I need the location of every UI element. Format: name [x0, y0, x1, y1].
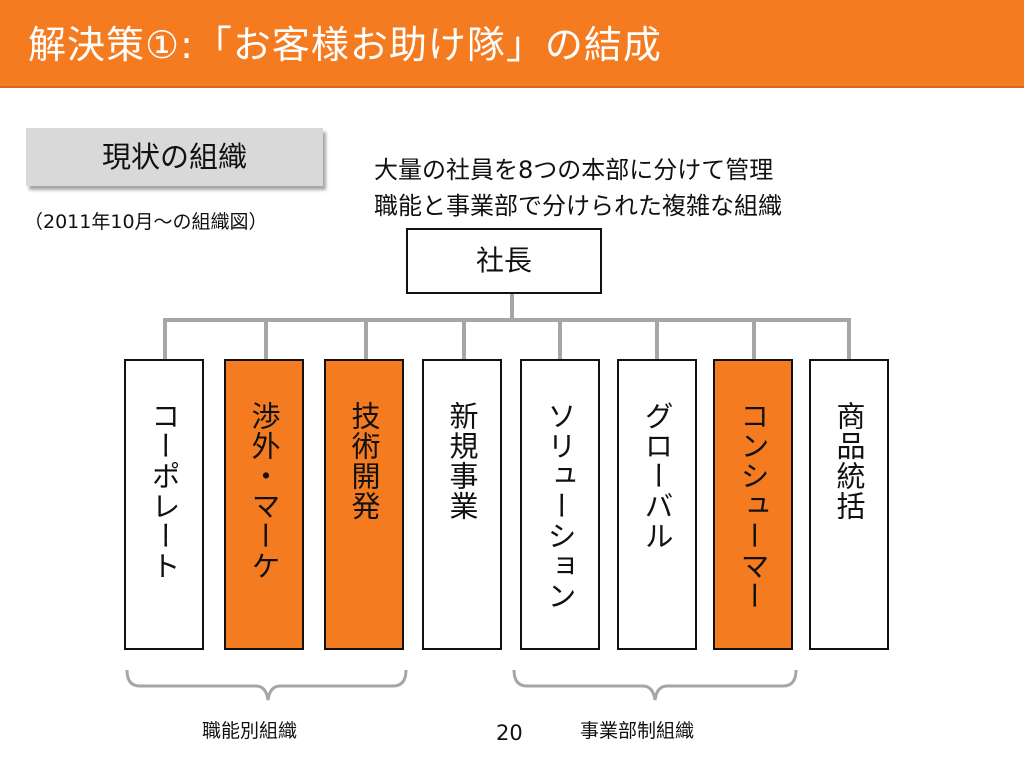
slide-title: 解決策①:「お客様お助け隊」の結成	[28, 23, 662, 67]
title-bar: 解決策①:「お客様お助け隊」の結成	[0, 0, 1024, 88]
functional-org-label: 職能別組織	[202, 720, 298, 742]
president-box: 社長	[406, 228, 602, 294]
description-line-1: 大量の社員を8つの本部に分けて管理	[374, 156, 774, 184]
unit-label-global: グローバル	[640, 401, 674, 551]
unit-global: グローバル	[617, 359, 697, 650]
unit-new-business: 新規事業	[422, 359, 502, 650]
unit-corporate: コーポレート	[124, 359, 204, 650]
unit-public-relations-marketing: 渉外・マーケ	[224, 359, 304, 650]
page-number: 20	[496, 721, 523, 745]
division-bracket	[512, 669, 798, 701]
division-org-label: 事業部制組織	[580, 720, 695, 742]
unit-product-management: 商品統括	[809, 359, 889, 650]
description-line-2: 職能と事業部で分けられた複雑な組織	[374, 192, 782, 220]
current-org-label-box: 現状の組織	[26, 128, 323, 186]
org-chart-caption: （2011年10月〜の組織図）	[24, 211, 268, 233]
unit-label-consumer: コンシューマー	[736, 401, 770, 611]
functional-bracket	[125, 669, 408, 701]
unit-technology-development: 技術開発	[324, 359, 404, 650]
unit-label-solution: ソリューション	[543, 401, 577, 611]
unit-consumer: コンシューマー	[713, 359, 793, 650]
current-org-label: 現状の組織	[101, 140, 247, 174]
unit-label-product-management: 商品統括	[832, 401, 866, 521]
unit-label-public-relations-marketing: 渉外・マーケ	[247, 401, 281, 581]
unit-label-technology-development: 技術開発	[347, 401, 381, 521]
unit-solution: ソリューション	[520, 359, 600, 650]
unit-label-new-business: 新規事業	[445, 401, 479, 521]
unit-label-corporate: コーポレート	[147, 401, 181, 581]
